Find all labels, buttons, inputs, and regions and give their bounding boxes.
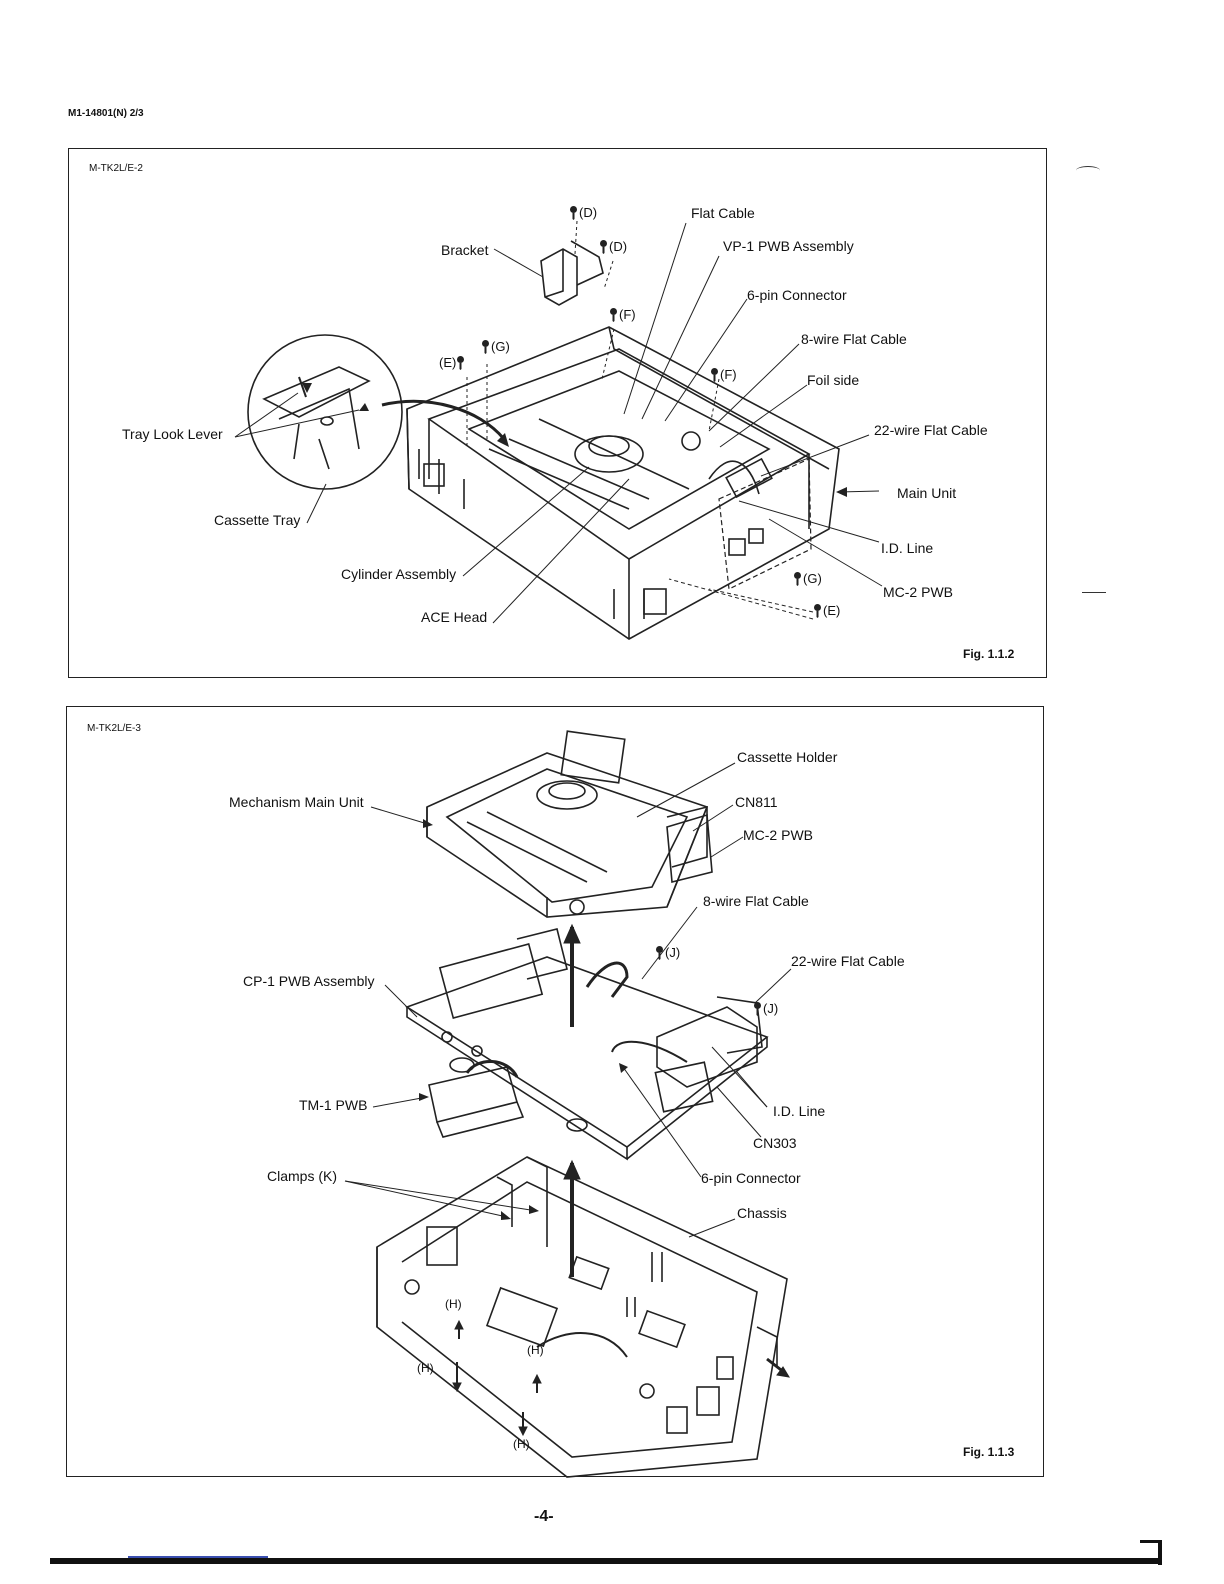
label-cassette-tray: Cassette Tray — [214, 512, 301, 528]
screw-callout-f2: (F) — [710, 367, 737, 382]
label-8-wire-flat-cable: 8-wire Flat Cable — [703, 893, 809, 909]
label-22-wire-flat-cable: 22-wire Flat Cable — [791, 953, 905, 969]
screw-callout-j2: (J) — [753, 1001, 778, 1016]
screw-icon — [656, 946, 663, 960]
screw-icon — [600, 240, 607, 254]
screw-callout-e1: (E) — [439, 355, 466, 370]
clamp-point-h1: (H) — [445, 1297, 462, 1311]
screw-callout-g2: (G) — [793, 571, 822, 586]
label-6-pin-connector: 6-pin Connector — [701, 1170, 801, 1186]
screw-callout-d2: (D) — [599, 239, 627, 254]
label-chassis: Chassis — [737, 1205, 787, 1221]
label-bracket: Bracket — [441, 242, 489, 258]
disassembly-drawing-fig-1-1-3 — [344, 730, 792, 1478]
screw-icon — [482, 340, 489, 354]
figure-1-1-3: M-TK2L/E-3 — [66, 706, 1044, 1478]
disassembly-drawing-fig-1-1-2 — [234, 220, 883, 640]
footer-rule — [50, 1558, 1160, 1564]
screw-icon — [814, 604, 821, 618]
clamp-point-h3: (H) — [417, 1361, 434, 1375]
screw-icon — [794, 572, 801, 586]
figure-code: M-TK2L/E-3 — [87, 723, 141, 734]
label-cn811: CN811 — [735, 794, 778, 810]
label-6-pin-connector: 6-pin Connector — [747, 287, 847, 303]
label-ace-head: ACE Head — [421, 609, 488, 625]
screw-icon — [457, 356, 465, 370]
footer-rule-accent — [128, 1556, 268, 1558]
label-cylinder-assembly: Cylinder Assembly — [341, 566, 457, 582]
label-main-unit: Main Unit — [897, 485, 957, 501]
label-cassette-holder: Cassette Holder — [737, 749, 838, 765]
screw-callout-f1: (F) — [609, 307, 636, 322]
corner-crop-mark — [1140, 1540, 1162, 1565]
label-id-line: I.D. Line — [773, 1103, 826, 1119]
screw-icon — [754, 1002, 761, 1016]
margin-mark — [1076, 166, 1100, 175]
label-foil-side: Foil side — [807, 372, 860, 388]
document-code: M1-14801(N) 2/3 — [68, 108, 144, 119]
label-clamps-k: Clamps (K) — [267, 1168, 338, 1184]
label-vp1-pwb-assembly: VP-1 PWB Assembly — [723, 238, 854, 254]
label-mc2-pwb: MC-2 PWB — [883, 584, 953, 600]
label-cn303: CN303 — [753, 1135, 797, 1151]
screw-callout-e2: (E) — [813, 603, 840, 618]
label-tray-lock-lever: Tray Look Lever — [122, 426, 223, 442]
label-tm1-pwb: TM-1 PWB — [299, 1097, 368, 1113]
screw-icon — [711, 368, 718, 382]
figure-1-1-2: M-TK2L/E-2 — [68, 148, 1047, 678]
figure-caption: Fig. 1.1.3 — [963, 1445, 1015, 1459]
clamp-point-h2: (H) — [527, 1343, 544, 1357]
label-22-wire-flat-cable: 22-wire Flat Cable — [874, 422, 988, 438]
screw-callout-j1: (J) — [655, 945, 680, 960]
clamp-point-h4: (H) — [513, 1437, 530, 1451]
label-id-line: I.D. Line — [881, 540, 934, 556]
label-mc2-pwb: MC-2 PWB — [743, 827, 813, 843]
label-mechanism-main-unit: Mechanism Main Unit — [229, 794, 364, 810]
screw-callout-g1: (G) — [481, 339, 510, 354]
page-number: -4- — [534, 1508, 554, 1525]
screw-callout-d1: (D) — [569, 205, 597, 220]
label-flat-cable: Flat Cable — [691, 205, 755, 221]
screw-icon — [610, 308, 617, 322]
figure-code: M-TK2L/E-2 — [89, 163, 143, 174]
margin-mark — [1082, 592, 1106, 595]
label-cp1-pwb-assembly: CP-1 PWB Assembly — [243, 973, 375, 989]
figure-caption: Fig. 1.1.2 — [963, 647, 1015, 661]
screw-icon — [570, 206, 577, 220]
label-8-wire-flat-cable: 8-wire Flat Cable — [801, 331, 907, 347]
